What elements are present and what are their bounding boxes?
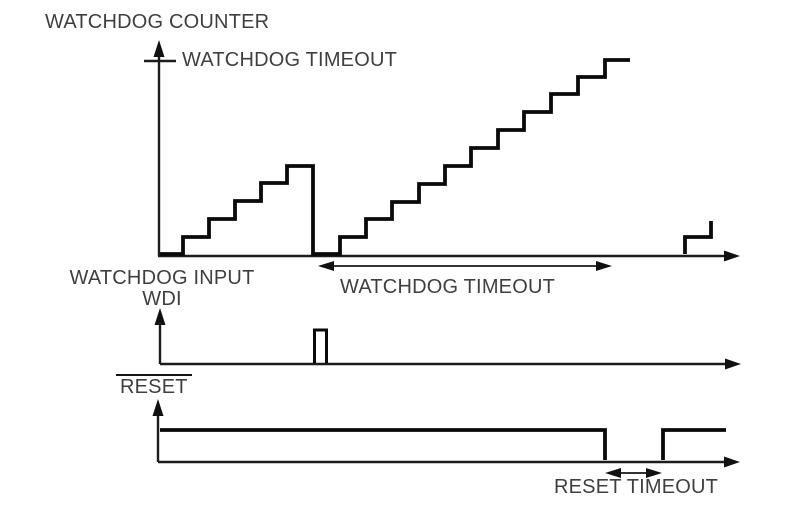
reset-x-axis-arrowhead-icon [724,456,740,468]
wdi-pulse [313,328,328,363]
watchdog-counter-axis-label: WATCHDOG COUNTER [45,11,270,33]
counter-plot [144,40,740,271]
reset-high-segment-after-timeout [661,428,726,460]
reset-high-segment-before-timeout [160,428,607,460]
reset-timeout-span-label: RESET TIMEOUT [554,476,719,498]
reset-timeout-span-left-arrowhead-icon [605,468,621,478]
reset-y-axis-arrowhead-icon [152,399,164,416]
reset-plot [152,399,740,478]
watchdog-timeout-level-label: WATCHDOG TIMEOUT [182,49,398,71]
reset-signal-label: RESET [116,374,192,398]
counter-restart-steps [683,221,713,254]
reset-signal-label-text: RESET [116,374,192,398]
watchdog-input-label: WATCHDOG INPUT WDI [62,268,262,310]
wdi-x-axis-arrowhead-icon [725,358,741,370]
wdi-y-axis-arrowhead-icon [154,308,166,325]
reset-timeout-span-right-arrowhead-icon [646,468,662,478]
counter-y-axis-arrowhead-icon [153,40,165,57]
counter-staircase-waveform [160,58,630,256]
watchdog-timeout-span-label: WATCHDOG TIMEOUT [340,276,556,298]
watchdog-timeout-span-right-arrowhead-icon [596,261,612,271]
watchdog-input-label-line1: WATCHDOG INPUT [69,267,255,289]
wdi-plot [154,308,741,370]
wdi-label: WDI [142,288,182,310]
counter-x-axis-arrowhead-icon [724,250,740,262]
watchdog-timeout-span-left-arrowhead-icon [318,261,334,271]
